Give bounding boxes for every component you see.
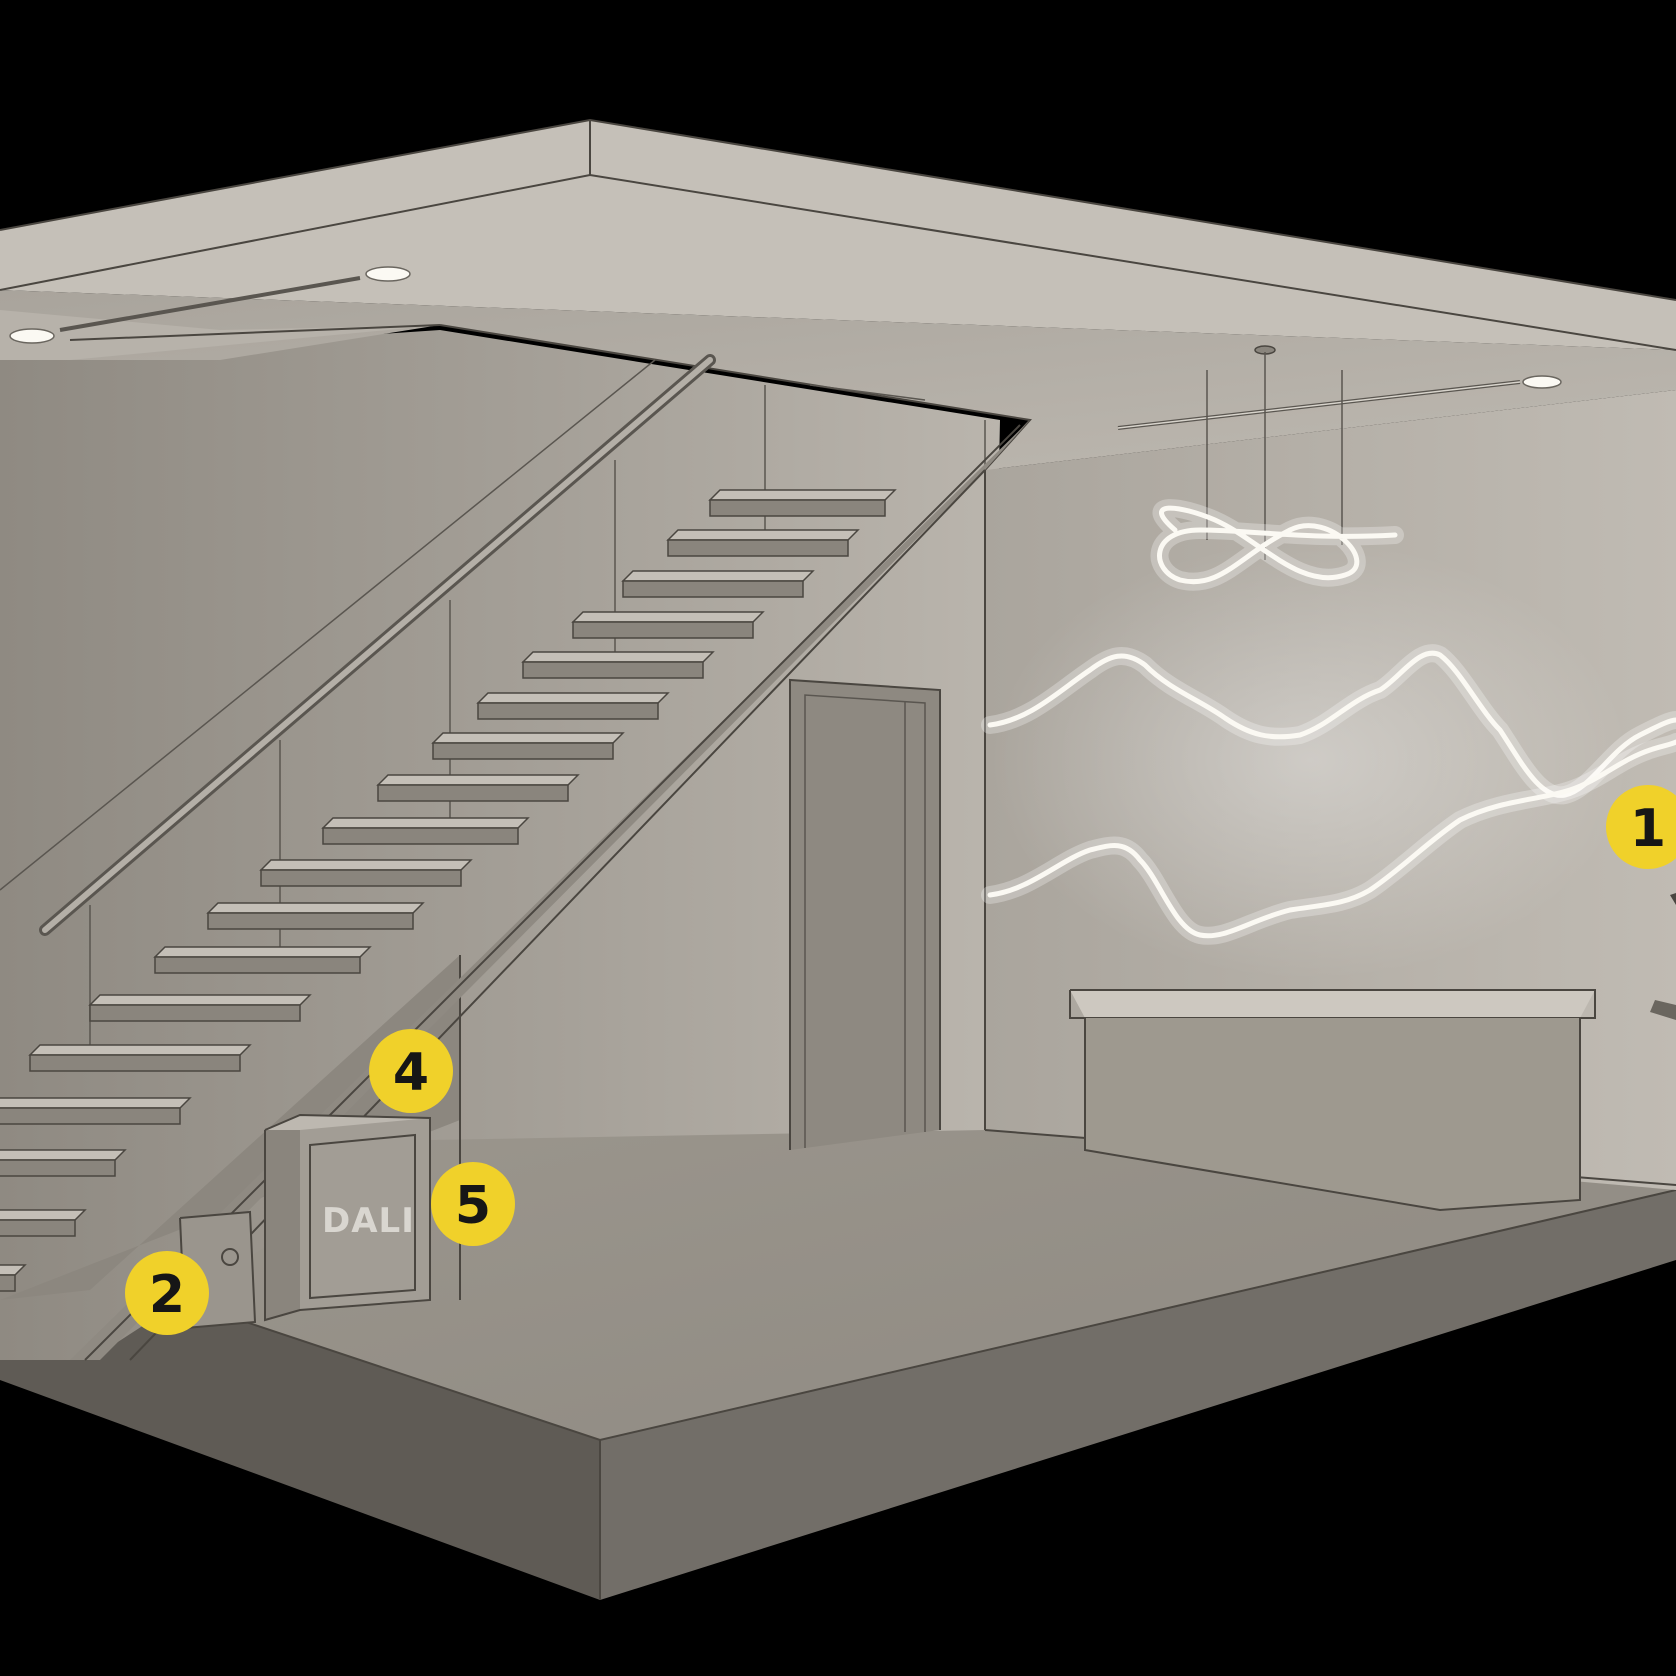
- marker-1-label: 1: [1630, 799, 1666, 859]
- stair-tread-top: [666, 529, 860, 541]
- stair-tread-front: [207, 912, 414, 930]
- stair-tread-front: [667, 539, 849, 557]
- stair-tread-top: [376, 774, 580, 786]
- stair-tread-top: [259, 859, 473, 871]
- stair-tread-front: [377, 784, 569, 802]
- stair-tread-top: [621, 570, 815, 582]
- stair-tread-top: [521, 651, 715, 663]
- stair-tread-front: [29, 1054, 241, 1072]
- stair-tread-top: [88, 994, 312, 1006]
- stair-tread-front: [154, 956, 361, 974]
- recessed-downlight-right: [1522, 375, 1562, 389]
- stair-tread-front: [0, 1219, 76, 1237]
- marker-4-label: 4: [393, 1043, 429, 1103]
- stair-tread-top: [206, 902, 425, 914]
- stair-tread-front: [0, 1274, 16, 1292]
- marker-1: 1: [1606, 785, 1676, 869]
- recessed-downlight-center: [365, 266, 411, 282]
- marker-2: 2: [125, 1251, 209, 1335]
- stair-tread-top: [0, 1097, 192, 1109]
- stair-tread-top: [0, 1149, 127, 1161]
- stair-tread-front: [709, 499, 886, 517]
- stair-tread-front: [0, 1159, 116, 1177]
- wall-bracket: [1650, 893, 1676, 1020]
- sideboard-cabinet: [1069, 989, 1596, 1212]
- stair-tread-top: [571, 611, 765, 623]
- pendant-knot-light: [1150, 345, 1404, 591]
- stair-tread-front: [89, 1004, 301, 1022]
- stair-tread-front: [322, 827, 519, 845]
- dali-label: DALI: [322, 1201, 415, 1241]
- recessed-downlight-left: [9, 328, 55, 344]
- stair-tread-top: [431, 732, 625, 744]
- doorway: [789, 678, 941, 1150]
- marker-2-label: 2: [149, 1265, 185, 1325]
- stair-tread-front: [522, 661, 704, 679]
- stair-tread-front: [477, 702, 659, 720]
- stair-tread-front: [0, 1107, 181, 1125]
- stair-tread-front: [432, 742, 614, 760]
- stair-tread-front: [622, 580, 804, 598]
- stair-tread-front: [572, 621, 754, 639]
- stair-tread-top: [153, 946, 372, 958]
- linear-ceiling-light: [59, 276, 1521, 430]
- stair-tread-top: [0, 1209, 87, 1221]
- marker-5-label: 5: [455, 1176, 491, 1236]
- marker-4: 4: [369, 1029, 453, 1113]
- stair-tread-top: [321, 817, 530, 829]
- stair-tread-top: [476, 692, 670, 704]
- stair-tread-front: [260, 869, 462, 887]
- wall-led-strip-mountains: [981, 644, 1676, 945]
- stair-tread-top: [28, 1044, 252, 1056]
- stair-tread-top: [708, 489, 897, 501]
- dali-control-cabinet: DALI: [264, 1113, 431, 1322]
- marker-5: 5: [431, 1162, 515, 1246]
